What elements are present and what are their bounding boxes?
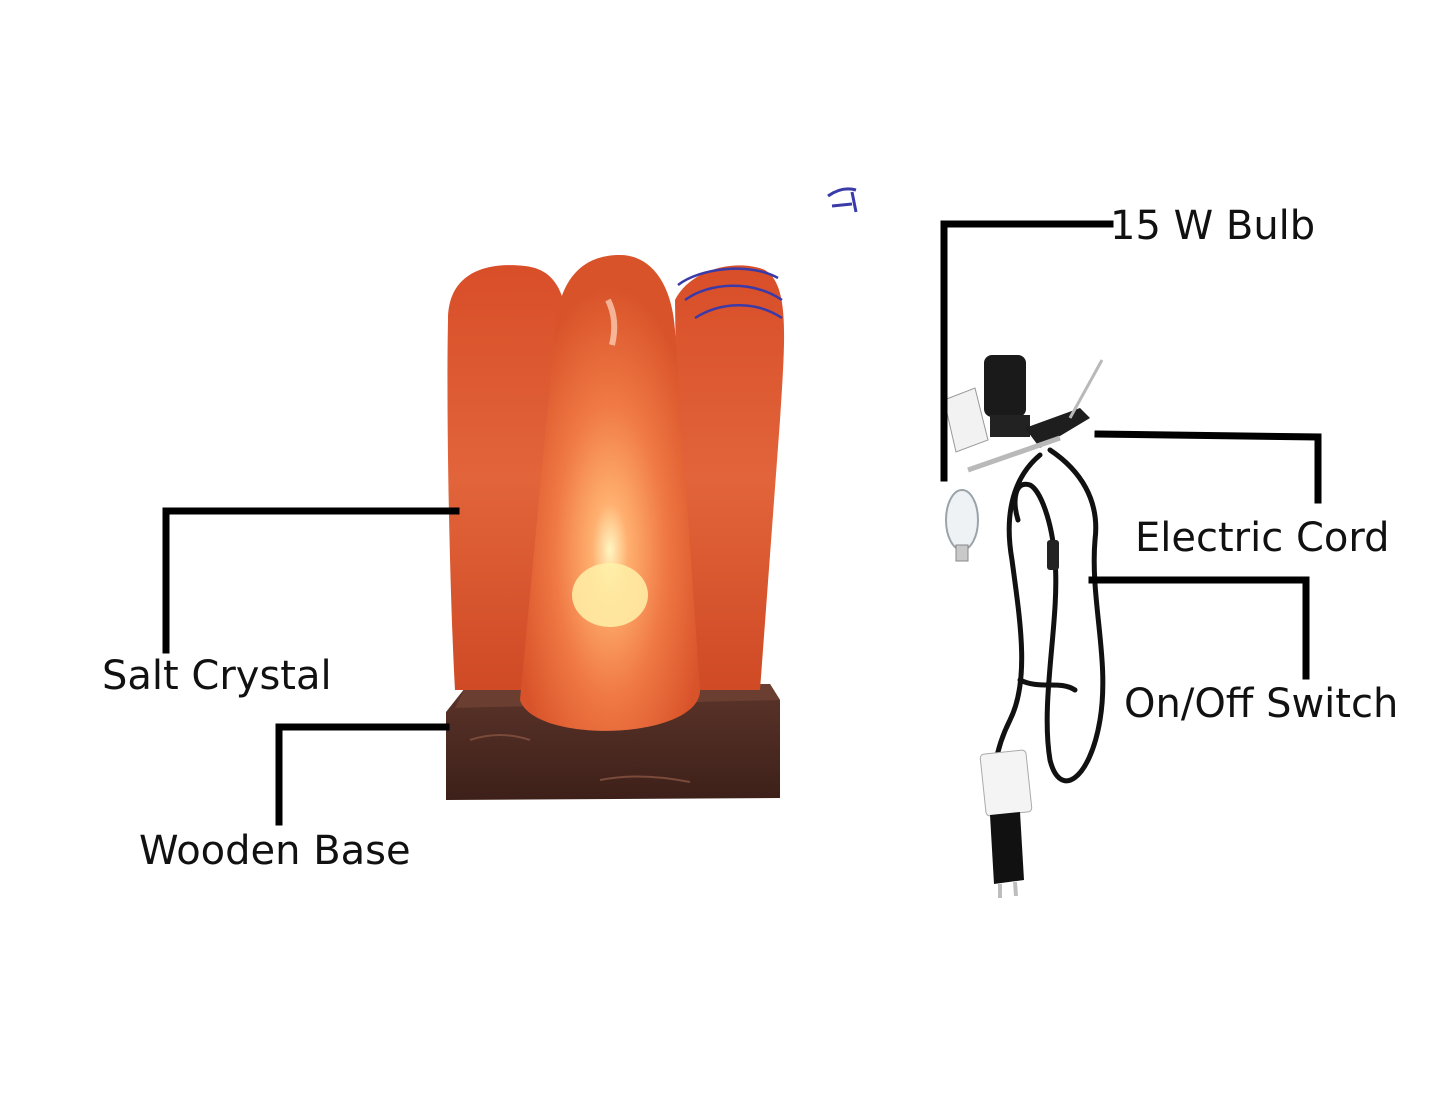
bulb-package-icon <box>943 387 989 453</box>
leader-bulb <box>940 220 1114 482</box>
salt-crystal-right-wing <box>675 265 785 690</box>
lamp-socket-icon <box>967 355 1104 473</box>
leader-base <box>275 723 450 826</box>
label-on-off-switch: On/Off Switch <box>1124 681 1399 727</box>
switch-icon <box>1047 540 1059 570</box>
electric-kit <box>943 355 1106 898</box>
cable-tag-icon <box>979 749 1033 817</box>
label-15w-bulb: 15 W Bulb <box>1110 203 1316 249</box>
bulb-icon <box>945 489 979 562</box>
bulb-glow <box>572 563 648 627</box>
salt-crystal-body <box>520 255 700 731</box>
label-wooden-base: Wooden Base <box>139 828 411 874</box>
leader-switch <box>1088 576 1310 680</box>
plug-icon <box>990 812 1024 898</box>
salt-lamp <box>446 255 785 800</box>
leader-lines <box>162 220 1322 826</box>
label-salt-crystal: Salt Crystal <box>102 653 332 699</box>
leader-crystal <box>162 507 460 654</box>
ink-mark <box>677 267 783 320</box>
label-electric-cord: Electric Cord <box>1135 515 1390 561</box>
ink-mark-small <box>827 187 858 213</box>
leader-cord <box>1094 430 1322 504</box>
